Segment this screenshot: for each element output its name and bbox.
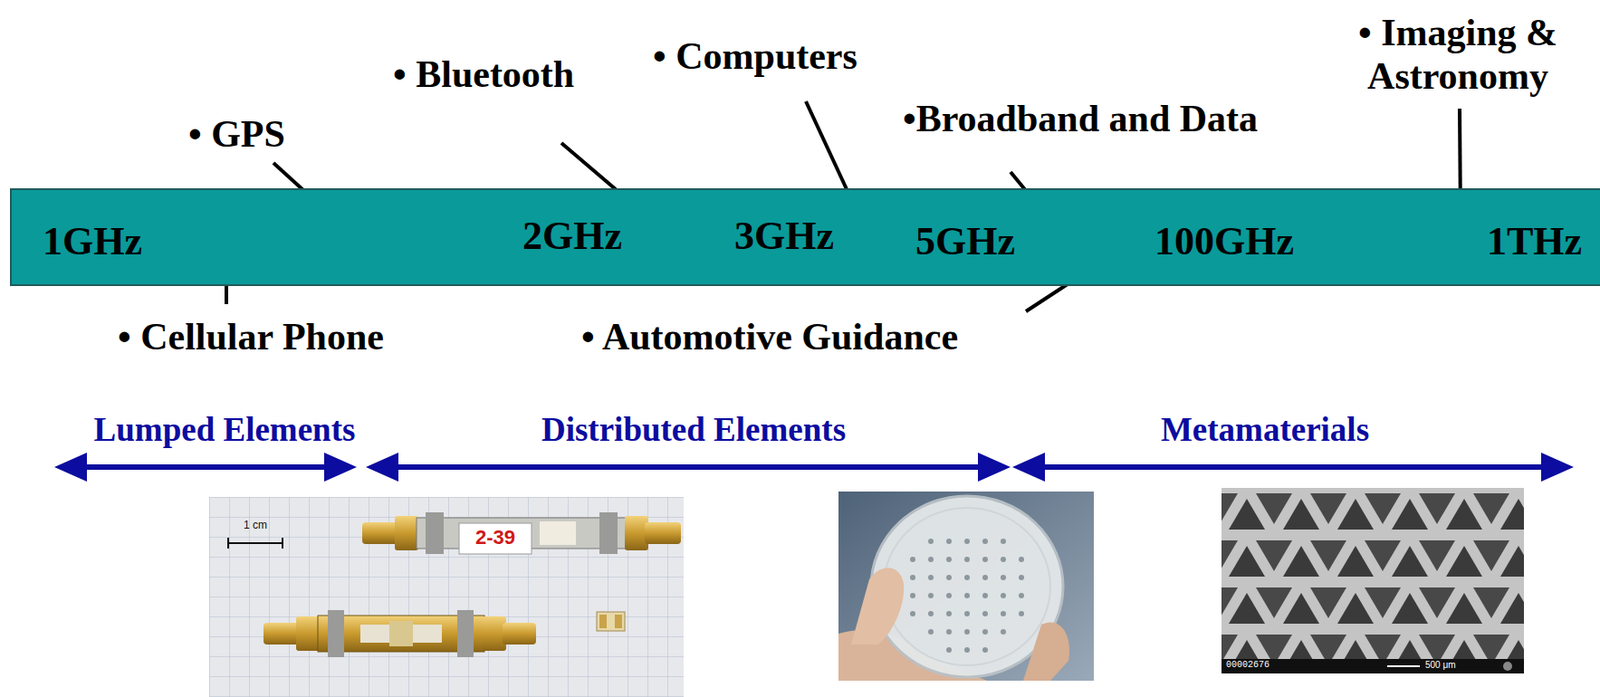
frequency-label: 100GHz [1154,221,1294,262]
range-label: Metamaterials [1160,411,1370,451]
frequency-label: 5GHz [915,221,1016,262]
range-arrows [54,452,1574,482]
frequency-band: 1GHz 2GHz 3GHz 5GHz 100GHz 1THz [9,188,1600,287]
range-label: Lumped Elements [94,411,356,451]
application-label: •Broadband and Data [902,96,1258,141]
sem-photo [1221,488,1524,674]
lumped-photo [209,497,684,697]
scale-label: 1 cm [243,519,268,533]
arrow-head [54,452,87,482]
application-label: • Imaging & Astronomy [1349,10,1567,99]
frequency-label: 3GHz [734,216,834,257]
range-label: Distributed Elements [541,411,846,451]
application-label: • Cellular Phone [117,315,384,359]
application-label: • Computers [652,34,858,78]
range-line [392,464,984,470]
application-label: • Automotive Guidance [581,315,959,359]
frequency-label: 1GHz [42,221,143,262]
arrow-head [324,452,357,482]
application-label: • GPS [188,112,286,156]
frequency-label: 2GHz [522,216,623,257]
range-line [1039,464,1547,470]
application-label: • Bluetooth [392,52,575,96]
frequency-label: 1THz [1486,221,1582,262]
arrow-head [1012,452,1045,482]
arrow-head [977,452,1011,482]
part-number: 2-39 [475,526,516,549]
image-id: 00002676 [1226,660,1270,671]
arrow-head [365,452,399,482]
arrow-head [1541,452,1574,482]
scale-label: 500 μm [1425,660,1457,671]
disc-photo [838,491,1094,681]
range-line [81,464,330,470]
